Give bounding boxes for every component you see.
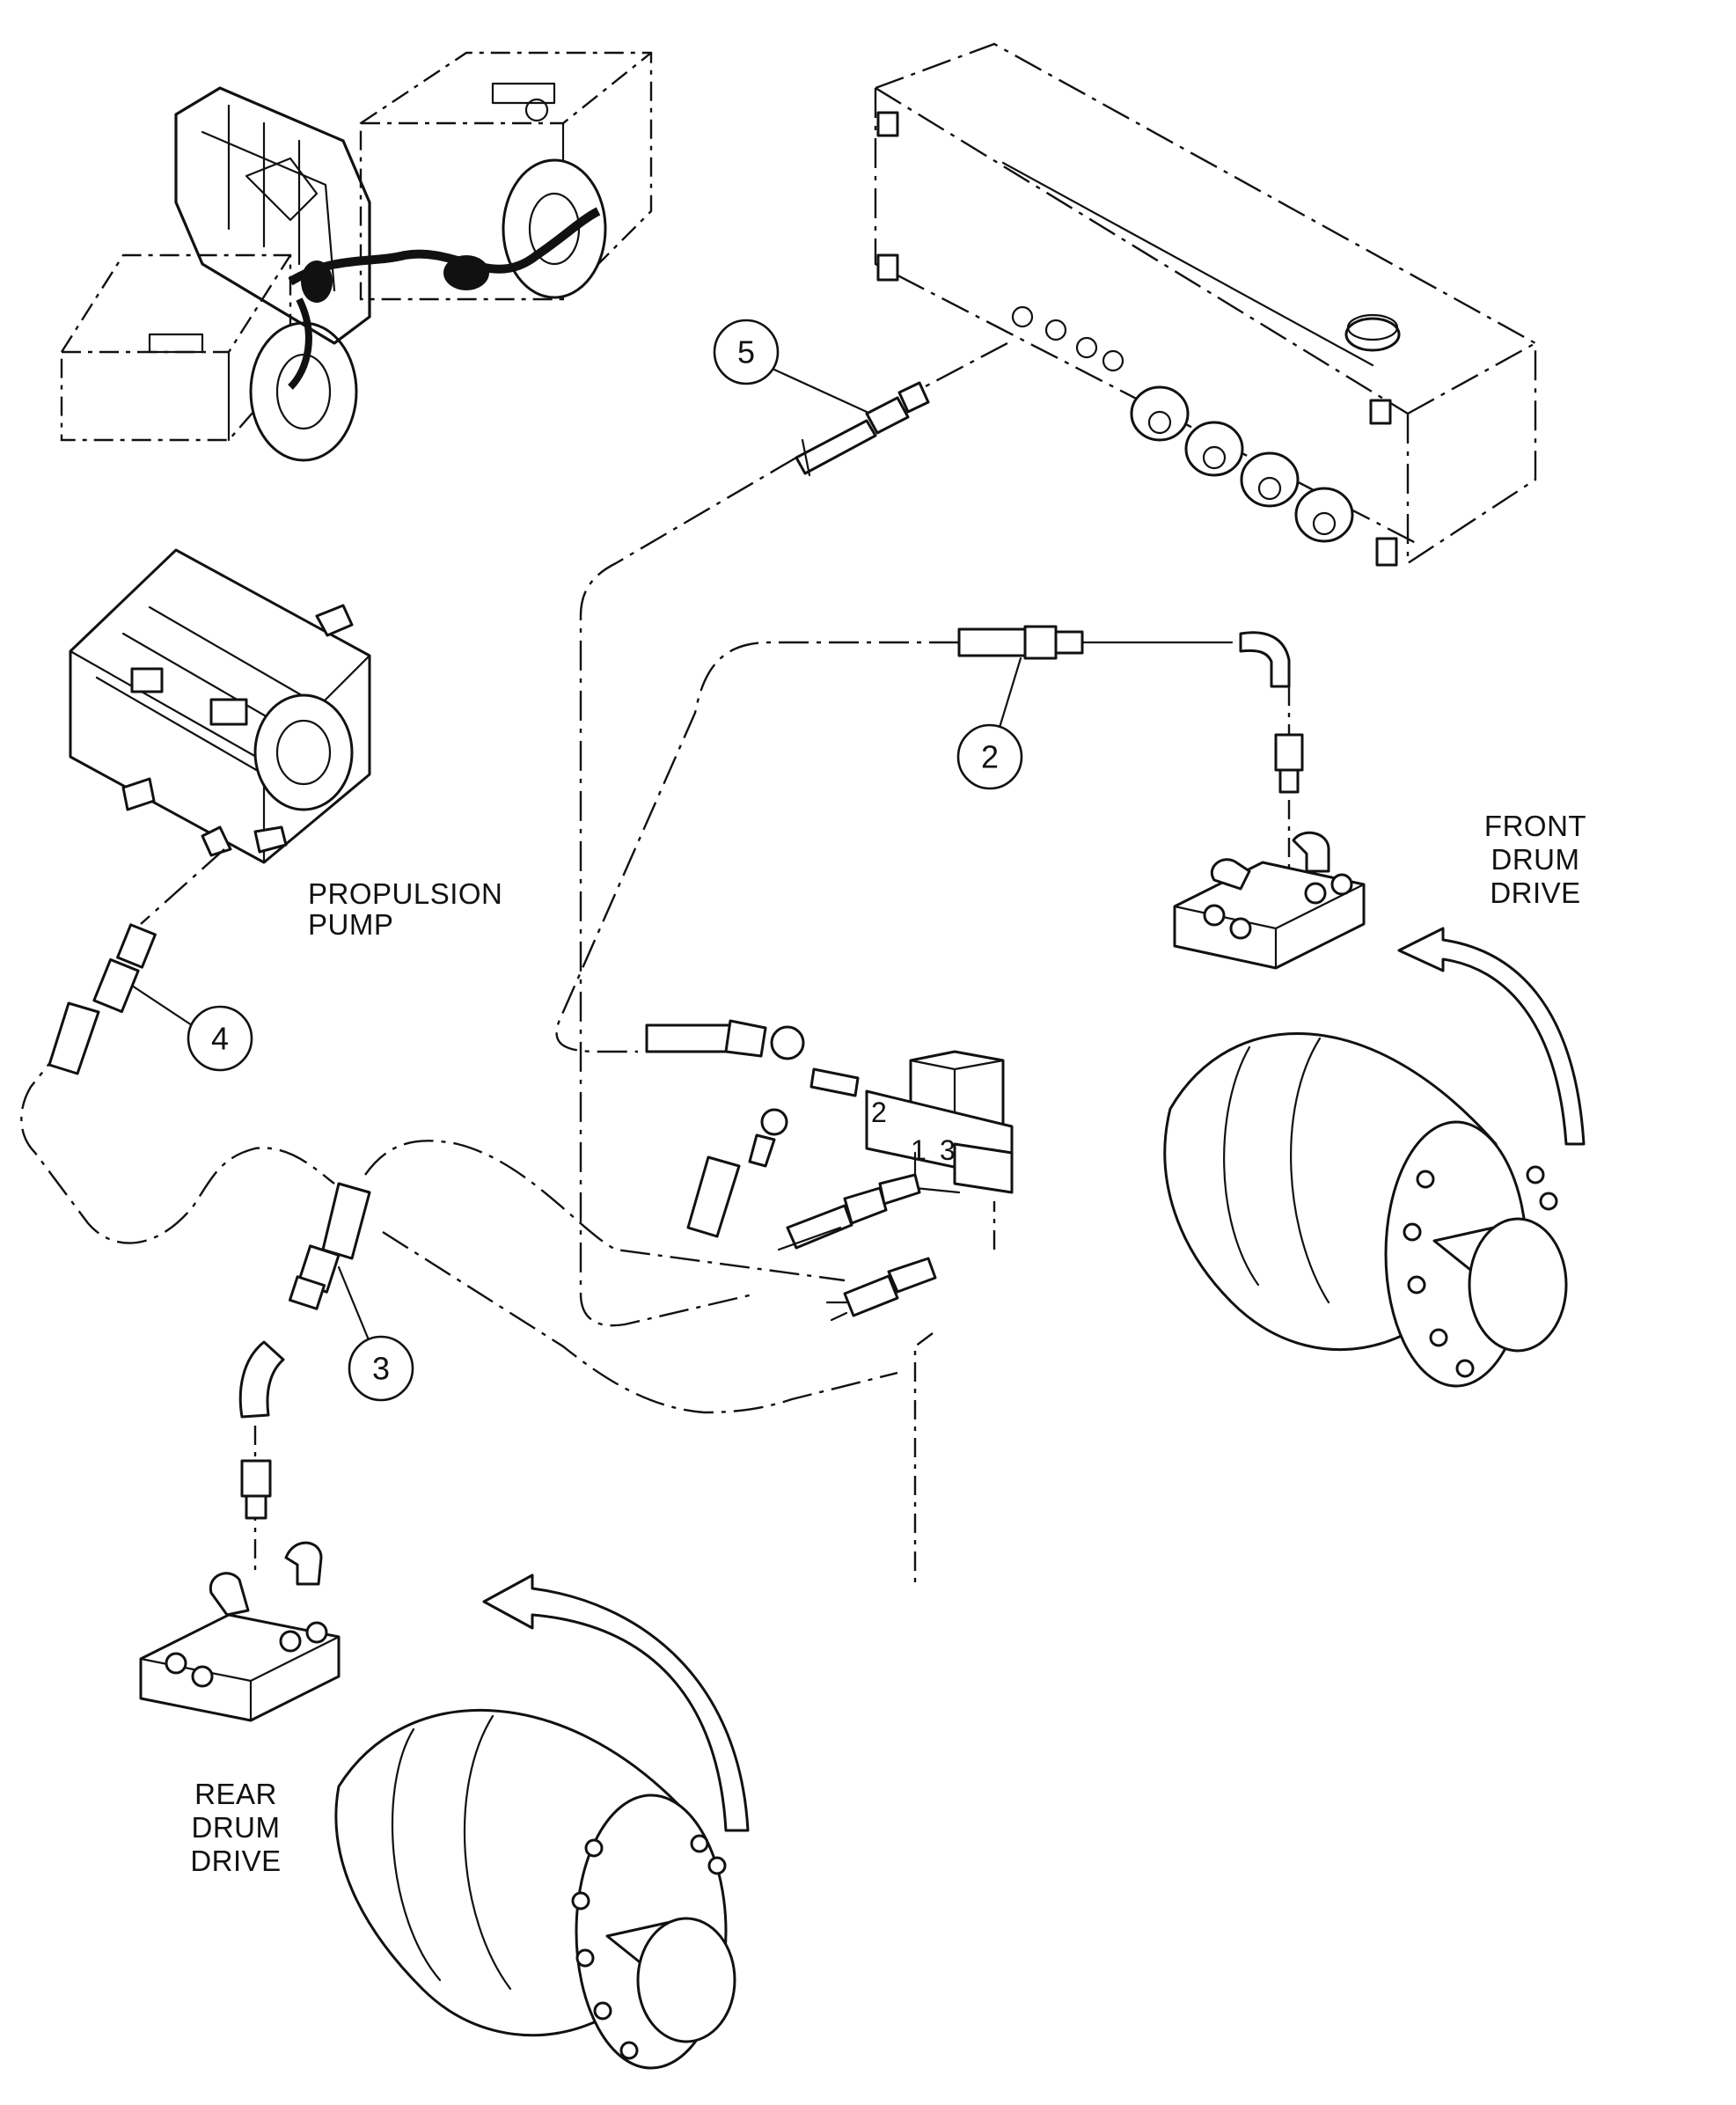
valve-port-3: 3 [940,1134,956,1166]
rear-drum-motor-icon [334,1573,750,2070]
callout-3: 3 [337,1265,414,1402]
hose-3 [238,1182,371,1520]
callout-4: 4 [130,984,253,1072]
valve-port-1: 1 [911,1134,927,1166]
hydraulic-tank-icon [874,42,1537,567]
valve-port-2: 2 [871,1097,887,1128]
svg-text:DRUM: DRUM [192,1811,281,1844]
svg-text:PUMP: PUMP [308,908,393,941]
rear-drum-drive-label: REAR DRUM DRIVE [190,1778,281,1877]
svg-text:FRONT: FRONT [1484,810,1586,842]
hose-routes [20,341,1291,1584]
callout-4-label: 4 [211,1021,229,1057]
front-drum-drive-label: FRONT DRUM DRIVE [1484,810,1586,909]
rear-valve-block-icon [139,1541,341,1722]
svg-text:DRIVE: DRIVE [190,1845,281,1877]
callout-5: 5 [713,319,868,414]
callout-3-label: 3 [372,1351,390,1387]
svg-text:DRIVE: DRIVE [1490,876,1580,909]
callout-2-label: 2 [981,739,999,775]
hose-2 [957,625,1304,794]
hose-5 [795,381,930,477]
callout-5-label: 5 [737,334,755,370]
front-valve-block-icon [1173,831,1366,970]
svg-text:DRUM: DRUM [1491,843,1580,876]
svg-text:REAR: REAR [194,1778,277,1810]
svg-text:PROPULSION: PROPULSION [308,877,502,910]
propulsion-pump-icon [69,548,371,864]
roller-machine-icon [60,51,653,462]
hose-4 [48,923,157,1075]
front-drum-motor-icon [1163,927,1586,1388]
propulsion-pump-label: PROPULSION PUMP [308,877,502,941]
flow-divider-valve-icon [645,1019,1014,1322]
callout-2: 2 [956,656,1023,790]
